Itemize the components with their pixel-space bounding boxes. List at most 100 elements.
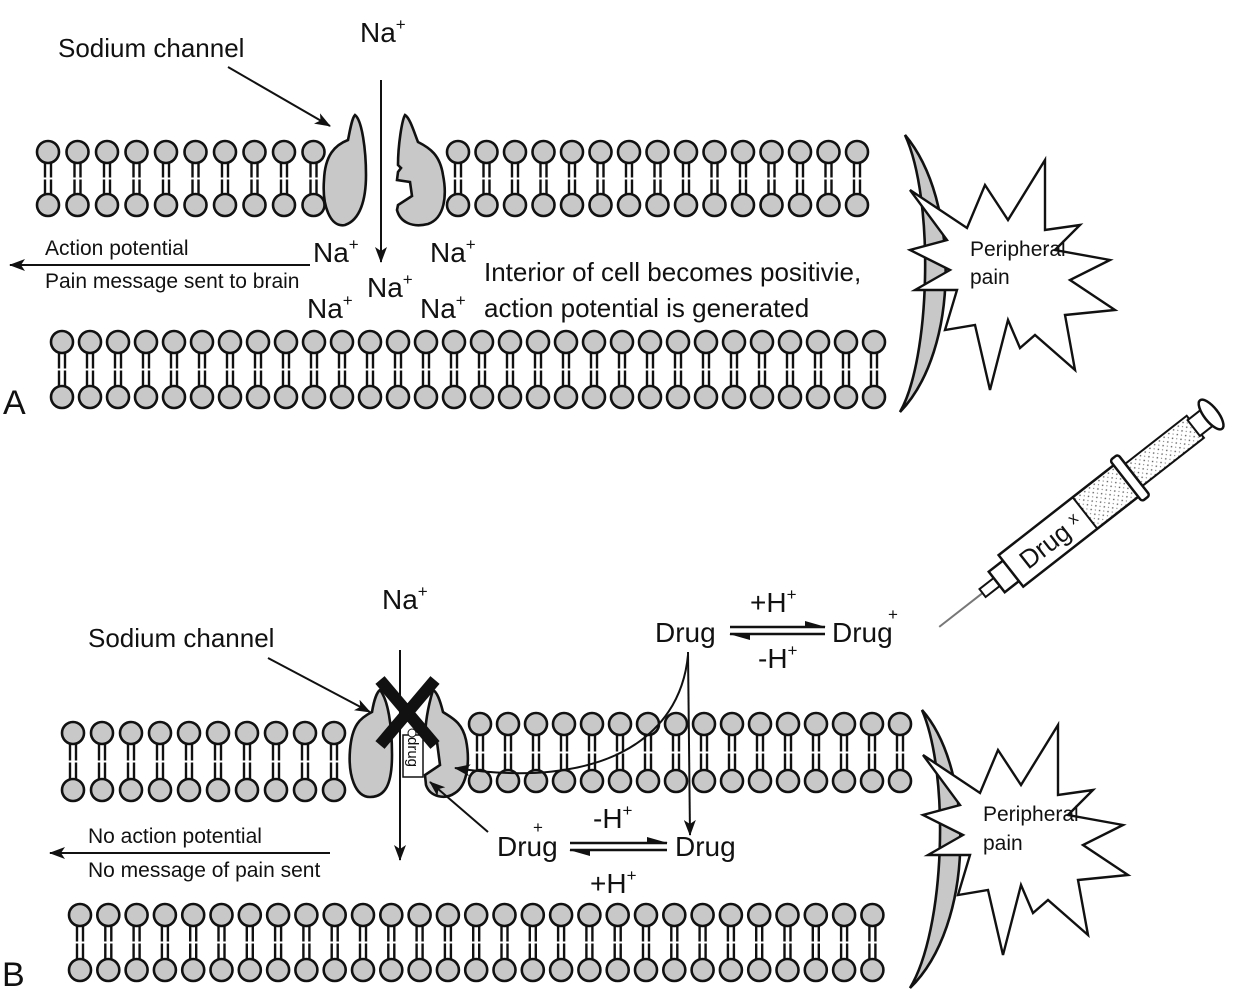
phospholipid: [467, 711, 493, 794]
inner-forward-proton-label: -H+: [593, 801, 633, 834]
phospholipid: [721, 329, 747, 410]
phospholipid: [548, 902, 574, 983]
phospholipid: [161, 329, 187, 410]
phospholipid: [350, 902, 376, 983]
phospholipid: [212, 139, 238, 218]
phospholipid: [445, 139, 471, 218]
outer-equilibrium-arrows: [729, 621, 826, 640]
phospholipid: [105, 329, 131, 410]
phospholipid: [357, 329, 383, 410]
phospholipid: [271, 139, 297, 218]
phospholipid: [474, 139, 499, 218]
na-ion-top-label-b: Na+: [382, 582, 428, 615]
phospholipid: [152, 902, 178, 983]
peripheral-pain-label-b-line2: pain: [983, 832, 1023, 855]
sodium-channel-pointer-arrow-b: [267, 657, 371, 713]
phospholipid: [581, 329, 607, 410]
phospholipid: [831, 711, 857, 794]
phospholipid: [690, 902, 715, 983]
action-potential-generated-text: action potential is generated: [484, 293, 809, 323]
phospholipid: [77, 329, 103, 410]
phospholipid: [273, 329, 299, 410]
phospholipid: [67, 902, 93, 983]
phospholipid: [887, 711, 913, 794]
phospholipid: [816, 139, 841, 218]
phospholipid: [183, 139, 208, 218]
drug-cation-outer-label: Drug: [832, 617, 893, 648]
phospholipid: [616, 139, 642, 218]
phospholipid: [378, 902, 404, 983]
panel-a-label: A: [3, 384, 26, 422]
sodium-channel-label: Sodium channel: [58, 33, 244, 63]
phospholipid: [588, 139, 613, 218]
membrane-a-bottom: [49, 329, 887, 410]
phospholipid: [265, 902, 291, 983]
sodium-channel-right-half-icon: [395, 113, 447, 227]
phospholipid: [730, 139, 756, 218]
phospholipid: [124, 902, 149, 983]
phospholipid: [691, 711, 717, 794]
phospholipid: [65, 139, 90, 218]
phospholipid: [609, 329, 635, 410]
phospholipid: [633, 902, 659, 983]
panel-a: Na+ Sodium channel Action potential Pain…: [3, 15, 1119, 422]
drug-cation-outer-charge: +: [888, 605, 898, 624]
phospholipid: [551, 711, 577, 794]
phospholipid: [844, 139, 870, 218]
action-potential-label: Action potential: [45, 237, 189, 260]
phospholipid: [559, 139, 585, 218]
phospholipid: [96, 902, 121, 983]
phospholipid: [579, 711, 605, 794]
phospholipid: [180, 902, 206, 983]
phospholipid: [833, 329, 859, 410]
nerve-ending-cap-a: [898, 134, 947, 413]
phospholipid: [702, 139, 727, 218]
phospholipid: [321, 720, 347, 803]
pain-message-label: Pain message sent to brain: [45, 270, 299, 293]
phospholipid: [245, 329, 271, 410]
syringe-icon: Drug x: [938, 398, 1225, 628]
phospholipid: [607, 711, 633, 794]
phospholipid: [502, 139, 528, 218]
cation-binding-arrow: [429, 781, 489, 833]
phospholipid: [665, 329, 691, 410]
phospholipid: [189, 329, 215, 410]
membrane-a-top-left: [35, 139, 326, 218]
phospholipid: [153, 139, 179, 218]
phospholipid: [831, 902, 857, 983]
sodium-channel-label-b: Sodium channel: [88, 623, 274, 653]
drug-diffusion-arrow: [683, 651, 696, 836]
phospholipid: [469, 329, 495, 410]
drug-cation-inner-label: Drug: [497, 831, 558, 862]
drug-base-inner-label: Drug: [675, 831, 736, 862]
phospholipid: [531, 139, 556, 218]
phospholipid: [775, 902, 800, 983]
phospholipid: [645, 139, 670, 218]
phospholipid: [35, 139, 61, 218]
phospholipid: [637, 329, 663, 410]
phospholipid: [803, 711, 829, 794]
phospholipid: [719, 711, 745, 794]
phospholipid: [661, 902, 687, 983]
no-pain-message-label: No message of pain sent: [88, 859, 320, 882]
phospholipid: [118, 720, 144, 803]
peripheral-pain-label-a-line1: Peripheral: [970, 238, 1066, 261]
drug-cation-inner-charge: +: [533, 818, 543, 837]
phospholipid: [413, 329, 439, 410]
phospholipid: [94, 139, 120, 218]
interior-positive-text: Interior of cell becomes positivie,: [484, 257, 861, 287]
phospholipid: [133, 329, 159, 410]
phospholipid: [859, 711, 885, 794]
phospholipid: [322, 902, 348, 983]
phospholipid: [49, 329, 75, 410]
phospholipid: [520, 902, 546, 983]
membrane-b-top-right: [467, 711, 913, 794]
phospholipid: [242, 139, 267, 218]
phospholipid: [463, 902, 489, 983]
phospholipid: [217, 329, 243, 410]
phospholipid: [294, 902, 319, 983]
sodium-channel-pointer-arrow: [227, 66, 331, 127]
outer-forward-proton-label: +H+: [750, 585, 797, 618]
peripheral-pain-burst-b: [919, 720, 1132, 956]
membrane-b-bottom: [67, 902, 885, 983]
